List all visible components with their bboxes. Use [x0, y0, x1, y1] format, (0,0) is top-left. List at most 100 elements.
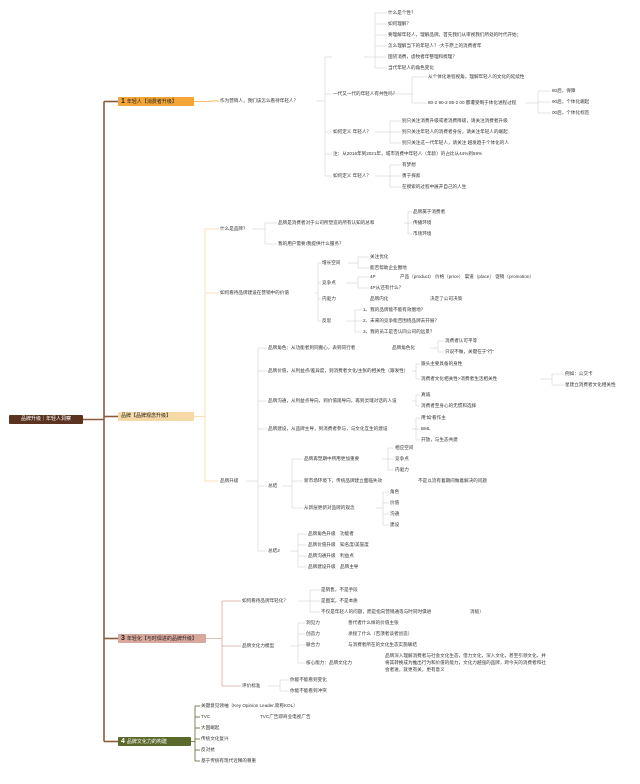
b2-upgrade-label: 品牌升级	[220, 478, 239, 483]
b2-sum2-value: 利益点	[340, 553, 354, 558]
b3-power-item: 创造力	[306, 631, 320, 636]
b1-def1-item: 别只关注消费升级或者消费降级，请关注消费者升级	[402, 118, 508, 123]
b2-sum1-b: 新市场环境下，传统品牌建立面临失效	[304, 478, 383, 483]
b3-power-value: 与消费者所在的文化生态实施联结	[348, 642, 417, 647]
b2-sum2-item: 品牌建设升级	[308, 564, 336, 569]
b3-power-value: 善代者什么样的价值主张	[348, 620, 399, 625]
b2-role-item: 只说不做，关键在于“行”	[445, 349, 494, 354]
b2-reflect-item: 3、我的员工是否认同公司的远景？	[363, 329, 435, 334]
b2-compete-label: 竞争点	[322, 280, 336, 285]
b2-val-right: 星建立消费者文化相关性	[565, 382, 616, 387]
b2-sum2-value: 知名度/美誉度	[340, 542, 369, 547]
b4-item: 大国崛起	[201, 725, 220, 730]
b3-core-text: 品牌深入理解消费者与社会文化生态，借力文化，深入文化，甚至引领文化，并	[385, 653, 546, 658]
b1-def2-item: 在摸索的过程中展开自己的人生	[402, 184, 467, 189]
b1-note: 注：从2016年到2021年，城市消费中年轻人（年龄）的占比从44%到59%	[333, 151, 483, 156]
b1-gen-right: 90后，个体化崛起	[552, 99, 590, 104]
b2-reflect-item: 1、我的品牌能不能有效圈地？	[363, 307, 426, 312]
b2-role-label: 品牌角色：从功能者到同搬心，表到同行者	[268, 345, 356, 350]
b2-fourp: 4P	[370, 274, 376, 279]
b2-growth-item: 关注优化	[370, 254, 389, 259]
b2-role-mid: 品牌角色化	[392, 345, 415, 350]
b3-how-right: 消极）	[470, 609, 484, 614]
b2-sum2-value: 品牌主导	[340, 564, 359, 569]
b1-question: 作为营销人，我们该怎么看待年轻人？	[220, 98, 299, 103]
b2-build-label: 品牌建设，从品牌主导，到消费者参与，与文化互生的建设	[268, 426, 388, 431]
b2-what-item: 传播环境	[413, 220, 432, 225]
b2-sum1-a: 品牌再塑期中所用更加重要	[304, 456, 360, 461]
b2-fourp-question: 4P从还有什么？	[370, 285, 404, 290]
b2-comm-item: 消费者至身心的无惯和选择	[421, 403, 477, 408]
b2-comm-item: 真诚	[421, 392, 431, 397]
b2-what-text: 品牌是消费者对于公司所塑造的所有认知的总和	[278, 220, 375, 225]
b1-c1-item: 当代年轻人的角色变化	[388, 65, 434, 70]
b2-reflect-item: 2、未来的竞争能否围绕品牌去开展？	[363, 318, 440, 323]
b1-gen-top: 从个体化进程视角，理解年轻人的文化的延续性	[428, 74, 525, 79]
b1-def1-label: 如何定义 年轻人？	[333, 129, 372, 134]
b2-sum2-item: 品牌价值升级	[308, 542, 336, 547]
branch-2-label: 品牌【品牌观念升级】	[121, 413, 172, 419]
branch-3-number: 3	[121, 635, 125, 642]
b3-power-item: 洞见力	[306, 620, 320, 625]
b1-c1-item: 国货消费，虐牧者年整理和梳理？	[388, 54, 457, 59]
b1-def2-item: 有梦想	[402, 162, 416, 167]
b2-role-item: 消费者认可平等	[445, 338, 478, 343]
b1-gen-right: 80后，保障	[552, 88, 576, 93]
branch-1-label: 年轻人【消费者升级】	[126, 99, 177, 105]
b3-core-text: 将其转换成为推出行为和价值的能力，文化力越强的品牌，跨今天的消费者和社	[385, 660, 546, 665]
b3-core-text: 会者进，就更有关，更有意义	[385, 667, 445, 672]
b3-power-label: 品牌文化力模型	[242, 643, 275, 648]
branch-1-number: 1	[121, 98, 125, 105]
b2-sum1-c-item: 价值	[390, 500, 400, 505]
b3-how-item: 是销售，不是手段	[321, 587, 358, 592]
b4-item: TVC	[201, 714, 211, 719]
b3-eval-item: 你能不能看到冲突	[290, 688, 327, 693]
b2-need-question: 我的用户需要!我提供什么服务？	[278, 241, 344, 246]
b2-sum2-value: 功能者	[340, 531, 354, 536]
b2-build-item: BML	[421, 426, 431, 431]
b2-sum1-label: 总结	[268, 483, 278, 488]
b4-item: 基于传统有现代诠释的尊重	[201, 758, 257, 763]
b2-growth-label: 增长空间	[322, 260, 341, 265]
b1-c1-item: 要理解年轻人，理解品牌。首先我们从审视我们所处的时代开始；	[388, 32, 522, 37]
b3-eval-label: 评价标准	[242, 683, 261, 688]
b2-sum1-a-item: 相应空间	[395, 445, 414, 450]
b3-power-item: 联合力	[306, 642, 320, 647]
b3-eval-item: 你能不能看到变化	[290, 677, 327, 682]
b2-value-label: 如何看待品牌建设在营销中的价值	[220, 290, 289, 295]
b2-sum1-c-item: 沟通	[390, 511, 400, 516]
b2-sum2-item: 品牌沟通升级	[308, 553, 336, 558]
root-node: 品牌升级｜年轻人洞察	[9, 415, 83, 424]
b3-power-value: 承接了什么（否须者谈者创造）	[348, 631, 413, 636]
b4-item: 传统文化复兴	[201, 736, 229, 741]
b1-def2-label: 如何定义 年轻人？	[333, 173, 372, 178]
b1-gen-mid: 80-2 90-2 95-2 00 都遭受制于体化进程过程	[428, 100, 517, 105]
branch-2-node: 品牌【品牌观念升级】	[118, 412, 194, 421]
b2-comm-label: 品牌沟通，从利益点导向，到价值观导向，再到灵魂对话的人设	[268, 398, 397, 403]
b1-c1-item: 如何理解？	[388, 21, 411, 26]
b2-growth-item: 能否帮助企业圈地	[370, 265, 407, 270]
b2-build-item: 用'如'看作主	[421, 415, 446, 420]
b1-c1-item: 什么是个性？	[388, 10, 416, 15]
b1-gen-right: 00后，个体化标签	[552, 110, 590, 115]
b2-what-item: 市场环境	[413, 231, 432, 236]
b2-fourp-text: 产品（product） 价格（price） 渠道（place） 促销（promo…	[400, 274, 535, 279]
b1-def1-item: 别只关注这一代年轻人，请关注 越发趋于个体化的人	[402, 140, 509, 145]
b4-item: 反对抗	[201, 747, 215, 752]
b2-build-item: 开放，与生态共建	[421, 437, 458, 442]
b2-sum1-a-item: 内驱力	[395, 467, 409, 472]
b2-what-label: 什么是品牌？	[220, 226, 248, 231]
b2-drive-text: 决定了公司决策	[430, 296, 463, 301]
branch-4-label: 品牌文化力的构建	[126, 739, 167, 745]
b4-tvc-right: TVC广告即商业电视广告	[260, 714, 311, 719]
b1-gen-label: 一代又一代的年轻人有共性吗？	[333, 91, 398, 96]
b2-val-label: 品牌价值，从利益点/差异度，到消费者文化/主张的相关性（跟发性）	[268, 368, 409, 373]
b2-what-item: 品牌属于消费者	[413, 209, 446, 214]
b2-val-item: 消费者文化相关性>消费者生活相关性	[421, 376, 498, 381]
b2-sum1-c: 从新层更新对品牌的观念	[304, 505, 355, 510]
b2-sum2-label: 总结2	[268, 548, 280, 553]
b1-def1-item: 别只关注年轻人的消费者身份，请关注年轻人的崛起	[402, 129, 508, 134]
